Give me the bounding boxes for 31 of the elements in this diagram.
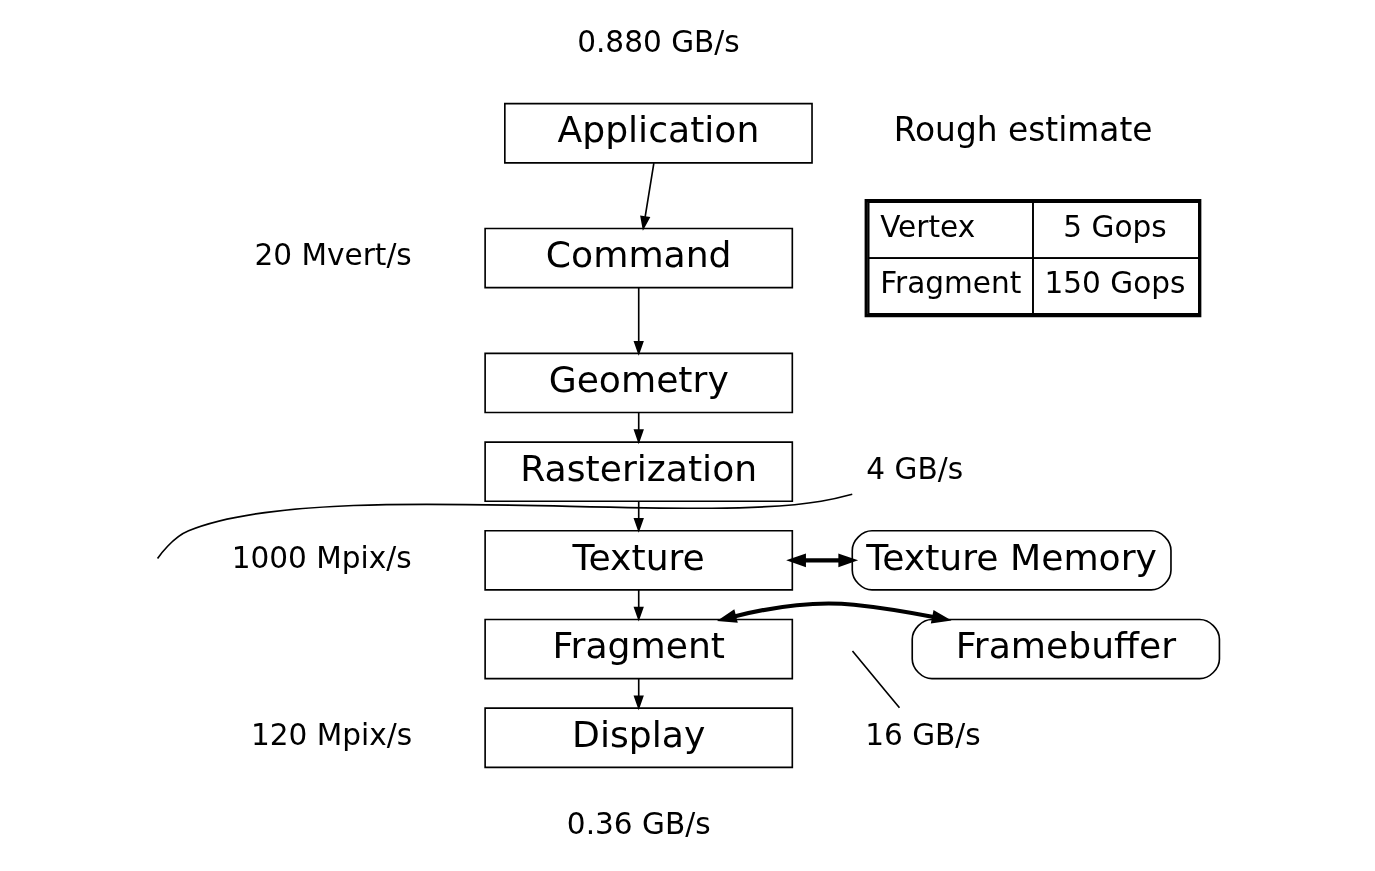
connector <box>851 650 900 709</box>
arrow <box>785 553 858 568</box>
node-box: Framebuffer <box>910 618 1220 680</box>
node-label: 0.36 GB/s <box>566 806 711 841</box>
arrow <box>716 601 952 624</box>
node-box: Texture <box>483 529 793 591</box>
node-box: Application <box>503 102 813 164</box>
arrow <box>633 411 644 445</box>
node-box: Rasterization <box>483 441 793 503</box>
node-box: Display <box>483 707 793 769</box>
label: Fragment <box>879 266 1021 301</box>
node-text: 16 GB/s <box>864 717 981 752</box>
label: 120 Mpix/s <box>250 717 412 752</box>
arrow <box>633 589 644 622</box>
label: 150 Gops <box>1043 266 1185 301</box>
arrow <box>639 162 655 231</box>
arrow <box>633 677 644 711</box>
node-text: 4 GB/s <box>865 451 963 486</box>
label: Vertex <box>879 210 975 245</box>
node-box: Geometry <box>483 352 793 414</box>
label: 1000 Mpix/s <box>231 540 412 575</box>
label: Rough estimate <box>893 111 1153 150</box>
node-box: Texture Memory <box>850 529 1172 591</box>
arrow <box>633 500 644 533</box>
node-label: 0.880 GB/s <box>576 24 740 59</box>
arrow <box>633 287 644 356</box>
label: 20 Mvert/s <box>254 238 412 273</box>
label: 5 Gops <box>1062 210 1167 245</box>
node-box: Fragment <box>483 618 793 680</box>
node-box: Command <box>483 227 793 289</box>
connector <box>156 493 853 560</box>
